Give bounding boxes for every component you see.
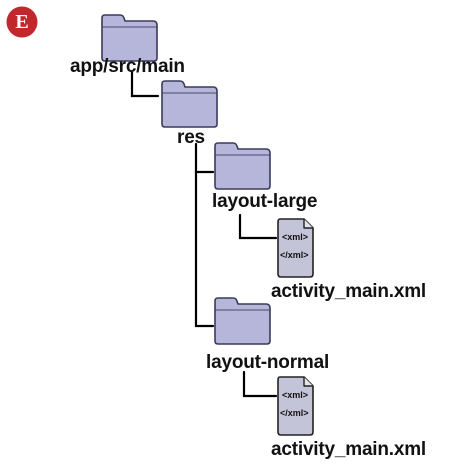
exercise-badge-letter: E — [15, 11, 29, 33]
folder-label-app-src-main: app/src/main — [70, 56, 185, 77]
folder-icon[interactable] — [214, 297, 271, 345]
folder-icon[interactable] — [101, 14, 158, 62]
xml-file-icon[interactable]: <xml> </xml> — [277, 218, 314, 278]
xml-close-tag: </xml> — [280, 250, 309, 260]
xml-open-tag: <xml> — [282, 232, 308, 242]
file-label-activity-main-large: activity_main.xml — [271, 281, 427, 302]
connector-normal-to-file — [242, 370, 278, 398]
folder-label-layout-normal: layout-normal — [206, 352, 330, 373]
folder-label-layout-large: layout-large — [212, 191, 318, 212]
xml-file-icon[interactable]: <xml> </xml> — [277, 376, 314, 436]
xml-close-tag: </xml> — [280, 408, 309, 418]
connector-res-to-layout-large — [194, 142, 215, 174]
folder-icon[interactable] — [161, 80, 218, 128]
xml-open-tag: <xml> — [282, 390, 308, 400]
connector-root-to-res — [130, 70, 160, 98]
exercise-badge-icon — [6, 6, 38, 38]
connector-res-to-layout-normal — [194, 170, 215, 328]
folder-icon[interactable] — [214, 142, 271, 190]
folder-label-res: res — [177, 127, 205, 148]
file-label-activity-main-normal: activity_main.xml — [271, 439, 427, 460]
connector-large-to-file — [238, 213, 278, 240]
tree-connectors — [130, 70, 278, 398]
